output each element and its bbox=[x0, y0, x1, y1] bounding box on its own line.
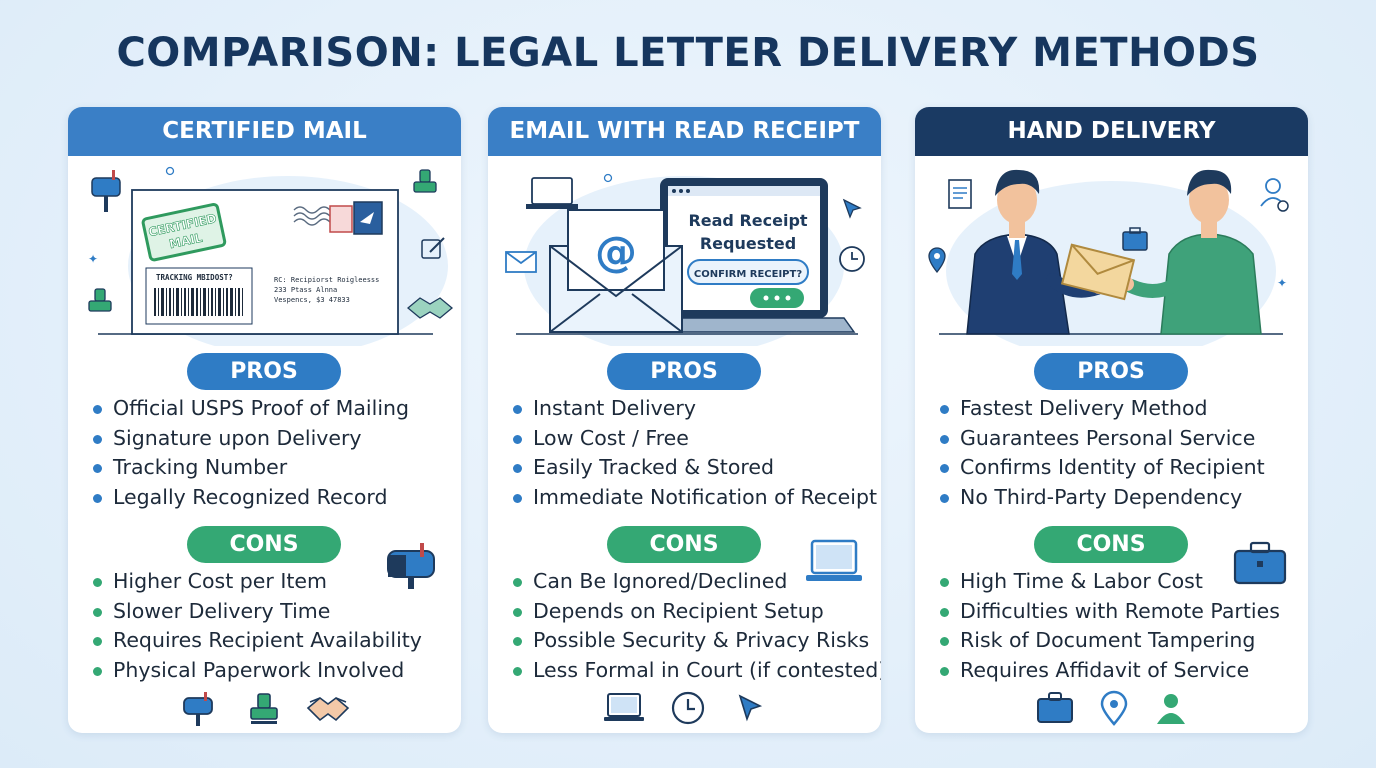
location-pin-icon bbox=[928, 247, 946, 274]
list-item: Fastest Delivery Method bbox=[939, 394, 1265, 424]
cons-list: High Time & Labor Cost Difficulties with… bbox=[939, 567, 1280, 685]
email-illustration: Read Receipt Requested CONFIRM RECEIPT? … bbox=[505, 173, 865, 346]
clock-icon bbox=[839, 246, 865, 272]
list-item: Easily Tracked & Stored bbox=[512, 453, 877, 483]
mailbox-icon bbox=[91, 170, 121, 212]
card-email-read-receipt: EMAIL WITH READ RECEIPT Read Receipt Req… bbox=[488, 107, 881, 733]
briefcase-icon bbox=[1122, 227, 1148, 251]
mailbox-icon bbox=[387, 543, 435, 589]
list-item: Physical Paperwork Involved bbox=[92, 656, 422, 686]
list-item: Low Cost / Free bbox=[512, 424, 877, 454]
stamp-icon bbox=[413, 169, 437, 193]
list-item: Legally Recognized Record bbox=[92, 483, 409, 513]
cons-list: Can Be Ignored/Declined Depends on Recip… bbox=[512, 567, 881, 685]
list-item: Depends on Recipient Setup bbox=[512, 597, 881, 627]
address-line-2: 233 Ptass Alnna bbox=[274, 286, 337, 294]
stamp-icon bbox=[88, 288, 112, 312]
mailbox-icon bbox=[183, 692, 213, 726]
location-pin-icon bbox=[1100, 690, 1128, 726]
address-line-3: Vespencs, $3 47833 bbox=[274, 296, 350, 304]
list-item: Signature upon Delivery bbox=[92, 424, 409, 454]
list-item: Risk of Document Tampering bbox=[939, 626, 1280, 656]
at-symbol: @ bbox=[595, 227, 637, 276]
list-item: High Time & Labor Cost bbox=[939, 567, 1280, 597]
card-hand-delivery: HAND DELIVERY bbox=[915, 107, 1308, 733]
confirm-receipt-bubble: CONFIRM RECEIPT? bbox=[694, 269, 802, 280]
pros-list: Fastest Delivery Method Guarantees Perso… bbox=[939, 394, 1265, 512]
person-right bbox=[1120, 169, 1262, 335]
list-item: Possible Security & Privacy Risks bbox=[512, 626, 881, 656]
person-icon bbox=[1157, 694, 1185, 724]
pros-list: Instant Delivery Low Cost / Free Easily … bbox=[512, 394, 877, 512]
hand-delivery-illustration: ✦ bbox=[928, 169, 1289, 346]
list-item: Immediate Notification of Receipt bbox=[512, 483, 877, 513]
edit-icon bbox=[421, 237, 445, 259]
envelope-icon bbox=[1060, 243, 1136, 301]
list-item: Requires Affidavit of Service bbox=[939, 656, 1280, 686]
laptop-icon bbox=[604, 693, 644, 721]
list-item: Official USPS Proof of Mailing bbox=[92, 394, 409, 424]
svg-text:✦: ✦ bbox=[88, 252, 98, 266]
pros-label: PROS bbox=[1034, 353, 1188, 390]
card-header: CERTIFIED MAIL bbox=[68, 107, 461, 156]
list-item: Confirms Identity of Recipient bbox=[939, 453, 1265, 483]
clock-icon bbox=[671, 691, 705, 725]
briefcase-icon bbox=[1037, 692, 1073, 723]
list-item: Can Be Ignored/Declined bbox=[512, 567, 881, 597]
card-header: HAND DELIVERY bbox=[915, 107, 1308, 156]
svg-text:✦: ✦ bbox=[1277, 276, 1287, 290]
cursor-icon bbox=[738, 694, 763, 722]
list-item: No Third-Party Dependency bbox=[939, 483, 1265, 513]
list-item: Difficulties with Remote Parties bbox=[939, 597, 1280, 627]
cons-label: CONS bbox=[187, 526, 341, 563]
list-item: Instant Delivery bbox=[512, 394, 877, 424]
laptop-icon bbox=[526, 177, 578, 209]
barcode bbox=[154, 288, 243, 316]
handshake-icon bbox=[406, 297, 454, 319]
list-item: Tracking Number bbox=[92, 453, 409, 483]
pros-label: PROS bbox=[187, 353, 341, 390]
list-item: Less Formal in Court (if contested) bbox=[512, 656, 881, 686]
briefcase-icon bbox=[1233, 541, 1287, 585]
cons-label: CONS bbox=[607, 526, 761, 563]
screen-text-2: Requested bbox=[700, 234, 796, 253]
handshake-icon bbox=[306, 696, 350, 722]
screen-text-1: Read Receipt bbox=[688, 211, 807, 230]
page-title: COMPARISON: LEGAL LETTER DELIVERY METHOD… bbox=[116, 30, 1260, 76]
stamp-icon bbox=[250, 693, 278, 724]
cursor-icon bbox=[842, 198, 862, 219]
card-certified-mail: CERTIFIED MAIL CERTIFIED MAIL TRACKING M… bbox=[68, 107, 461, 733]
address-line-1: RC: Recipiorst Roigleesss bbox=[274, 276, 379, 284]
card-header: EMAIL WITH READ RECEIPT bbox=[488, 107, 881, 156]
cons-label: CONS bbox=[1034, 526, 1188, 563]
document-icon bbox=[948, 179, 972, 209]
tracking-label: TRACKING MBIDOST? bbox=[156, 273, 233, 282]
list-item: Slower Delivery Time bbox=[92, 597, 422, 627]
cons-list: Higher Cost per Item Slower Delivery Tim… bbox=[92, 567, 422, 685]
envelope-icon bbox=[505, 251, 537, 273]
pros-label: PROS bbox=[607, 353, 761, 390]
laptop-icon bbox=[806, 539, 862, 581]
person-icon bbox=[1260, 178, 1289, 212]
list-item: Requires Recipient Availability bbox=[92, 626, 422, 656]
certified-stamp: CERTIFIED MAIL bbox=[141, 202, 227, 262]
certified-mail-illustration: CERTIFIED MAIL TRACKING MBIDOST? RC: Rec… bbox=[88, 166, 454, 346]
pros-list: Official USPS Proof of Mailing Signature… bbox=[92, 394, 409, 512]
list-item: Higher Cost per Item bbox=[92, 567, 422, 597]
list-item: Guarantees Personal Service bbox=[939, 424, 1265, 454]
